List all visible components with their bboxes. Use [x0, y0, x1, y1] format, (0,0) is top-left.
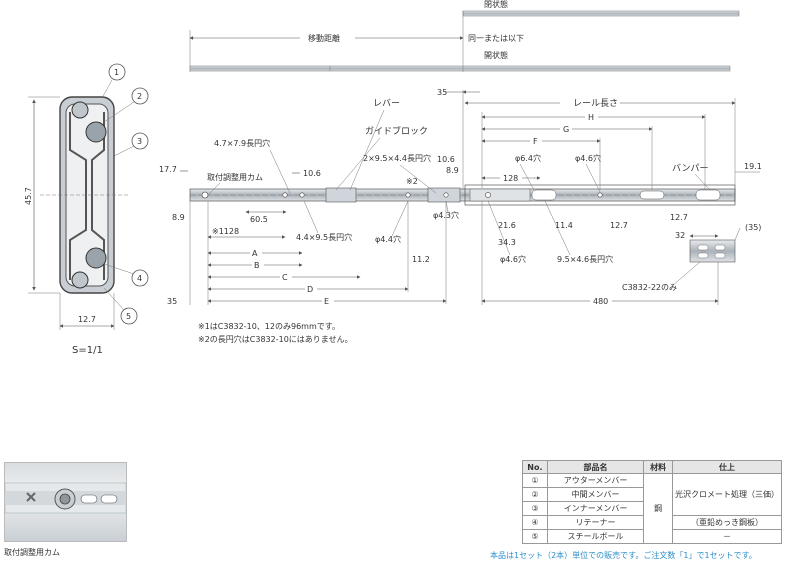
sales-note: 本品は1セット（2本）単位での販売です。ご注文数「1」で1セットです。 — [490, 551, 757, 560]
rail-side-view — [189, 184, 736, 206]
dim-11-2: 11.2 — [412, 255, 430, 264]
cam-photo-graphic — [5, 482, 126, 514]
row-name: インナーメンバー — [546, 501, 645, 516]
state-indicators: 閉状態 移動距離 同一または以下 開状態 — [189, 0, 740, 72]
dim-C: C — [282, 273, 288, 282]
row-no: ③ — [522, 501, 548, 516]
dim-21-6: 21.6 — [498, 221, 516, 230]
table-row: ④ リテーナー （亜鉛めっき鋼板） — [522, 515, 782, 530]
callout-1: 1 — [114, 68, 119, 77]
row-no: ① — [522, 473, 548, 488]
mount-cam-photo — [4, 462, 127, 542]
dim-60-5: 60.5 — [250, 215, 268, 224]
dim-F: F — [533, 137, 538, 146]
component-labels: レバー ガイドブロック バンパー 取付調整用カム 4.7×7.9長円穴 2×9.… — [207, 98, 711, 196]
dim-35-top: 35 — [437, 88, 447, 97]
lever-label: レバー — [373, 98, 400, 109]
dim-8-9-left: 8.9 — [172, 213, 185, 222]
row-finish: 光沢クロメート処理（三価） — [672, 473, 782, 516]
dim-12-7b: 12.7 — [670, 213, 688, 222]
row-material: 鋼 — [643, 473, 673, 544]
dim-H: H — [588, 113, 594, 122]
callout-2: 2 — [137, 92, 142, 101]
dim-D: D — [307, 285, 313, 294]
callout-3: 3 — [137, 137, 142, 146]
slot-95x46-label: 9.5×4.6長円穴 — [557, 254, 613, 264]
c3832-22-detail: 32 (35) C3832-22のみ — [622, 223, 761, 292]
note-2: ※2の長円穴はC3832-10にはありません。 — [198, 335, 353, 344]
dim-E: E — [324, 297, 329, 306]
mount-cam-label: 取付調整用カム — [207, 172, 263, 182]
travel-label: 移動距離 — [308, 33, 340, 43]
note2-mark: ※2 — [406, 177, 418, 186]
dim-8-9-mid: 8.9 — [446, 166, 459, 175]
dim-10-6-mid: 10.6 — [437, 155, 455, 164]
bumper-label: バンパー — [672, 163, 708, 174]
slot-47x79-label: 4.7×7.9長円穴 — [214, 138, 270, 148]
row-no: ④ — [522, 515, 548, 530]
bottom-dimensions: 8.9 60.5 ※1128 4.4×9.5長円穴 φ4.4穴 φ4.3穴 A … — [167, 200, 719, 306]
row-name: 中間メンバー — [546, 487, 645, 502]
table-row: ① アウターメンバー 鋼 光沢クロメート処理（三価） — [522, 473, 782, 544]
table-row: ⑤ スチールボール － — [522, 529, 782, 544]
hole-46b-label: φ4.6穴 — [500, 254, 526, 264]
dim-480: 480 — [593, 297, 608, 306]
col-name: 部品名 — [546, 460, 645, 474]
dim-17-7: 17.7 — [159, 165, 177, 174]
row-name: スチールボール — [546, 529, 645, 544]
dim-G: G — [563, 125, 569, 134]
guide-block-label: ガイドブロック — [365, 125, 428, 137]
callout-5: 5 — [126, 312, 131, 321]
dim-128: 128 — [503, 174, 518, 183]
row-finish: （亜鉛めっき鋼板） — [672, 515, 782, 530]
open-state-label: 開状態 — [484, 50, 508, 60]
scale-label: S=1/1 — [72, 345, 103, 356]
slot-44x95-label: 4.4×9.5長円穴 — [296, 232, 352, 242]
row-no: ⑤ — [522, 529, 548, 544]
hole-46a-label: φ4.6穴 — [575, 153, 601, 163]
closed-state-label: 閉状態 — [484, 0, 508, 9]
hole-44-label: φ4.4穴 — [375, 234, 401, 244]
dim-height-label: 45.7 — [24, 187, 33, 205]
note-1: ※1はC3832-10、12のみ96mmです。 — [198, 322, 340, 331]
col-material: 材料 — [643, 460, 673, 474]
row-no: ② — [522, 487, 548, 502]
hole-64-label: φ6.4穴 — [515, 153, 541, 163]
callout-4: 4 — [137, 274, 142, 283]
cross-section: 45.7 12.7 1 2 3 4 5 — [24, 63, 149, 330]
c3832-22-label: C3832-22のみ — [622, 283, 677, 292]
rail-length-label: レール長さ — [573, 98, 618, 109]
dim-128-note: ※1128 — [212, 227, 239, 236]
same-or-less-label: 同一または以下 — [468, 34, 524, 43]
top-dimensions: 35 レール長さ H G F 10.6 8.9 128 φ6.4穴 φ4.6穴 … — [159, 88, 762, 193]
row-finish: － — [672, 529, 782, 544]
dim-12-7a: 12.7 — [610, 221, 628, 230]
dim-34-3: 34.3 — [498, 238, 516, 247]
parts-table: No. 部品名 材料 仕上 ① アウターメンバー 鋼 光沢クロメート処理（三価）… — [522, 460, 782, 544]
dim-width-label: 12.7 — [78, 315, 96, 324]
row-name: リテーナー — [546, 515, 645, 530]
col-finish: 仕上 — [672, 460, 782, 474]
dim-A: A — [252, 249, 258, 258]
row-name: アウターメンバー — [546, 473, 645, 488]
photo-caption: 取付調整用カム — [4, 548, 60, 557]
dim-B: B — [254, 261, 260, 270]
dim-35-bottom: 35 — [167, 297, 177, 306]
dim-11-4: 11.4 — [555, 221, 573, 230]
dim-10-6-left: 10.6 — [303, 169, 321, 178]
col-no: No. — [522, 460, 548, 474]
dim-32: 32 — [675, 231, 685, 240]
dim-35-paren: (35) — [745, 223, 761, 232]
slot-2x95x44-label: 2×9.5×4.4長円穴 — [363, 153, 431, 163]
dim-19-1: 19.1 — [744, 162, 762, 171]
